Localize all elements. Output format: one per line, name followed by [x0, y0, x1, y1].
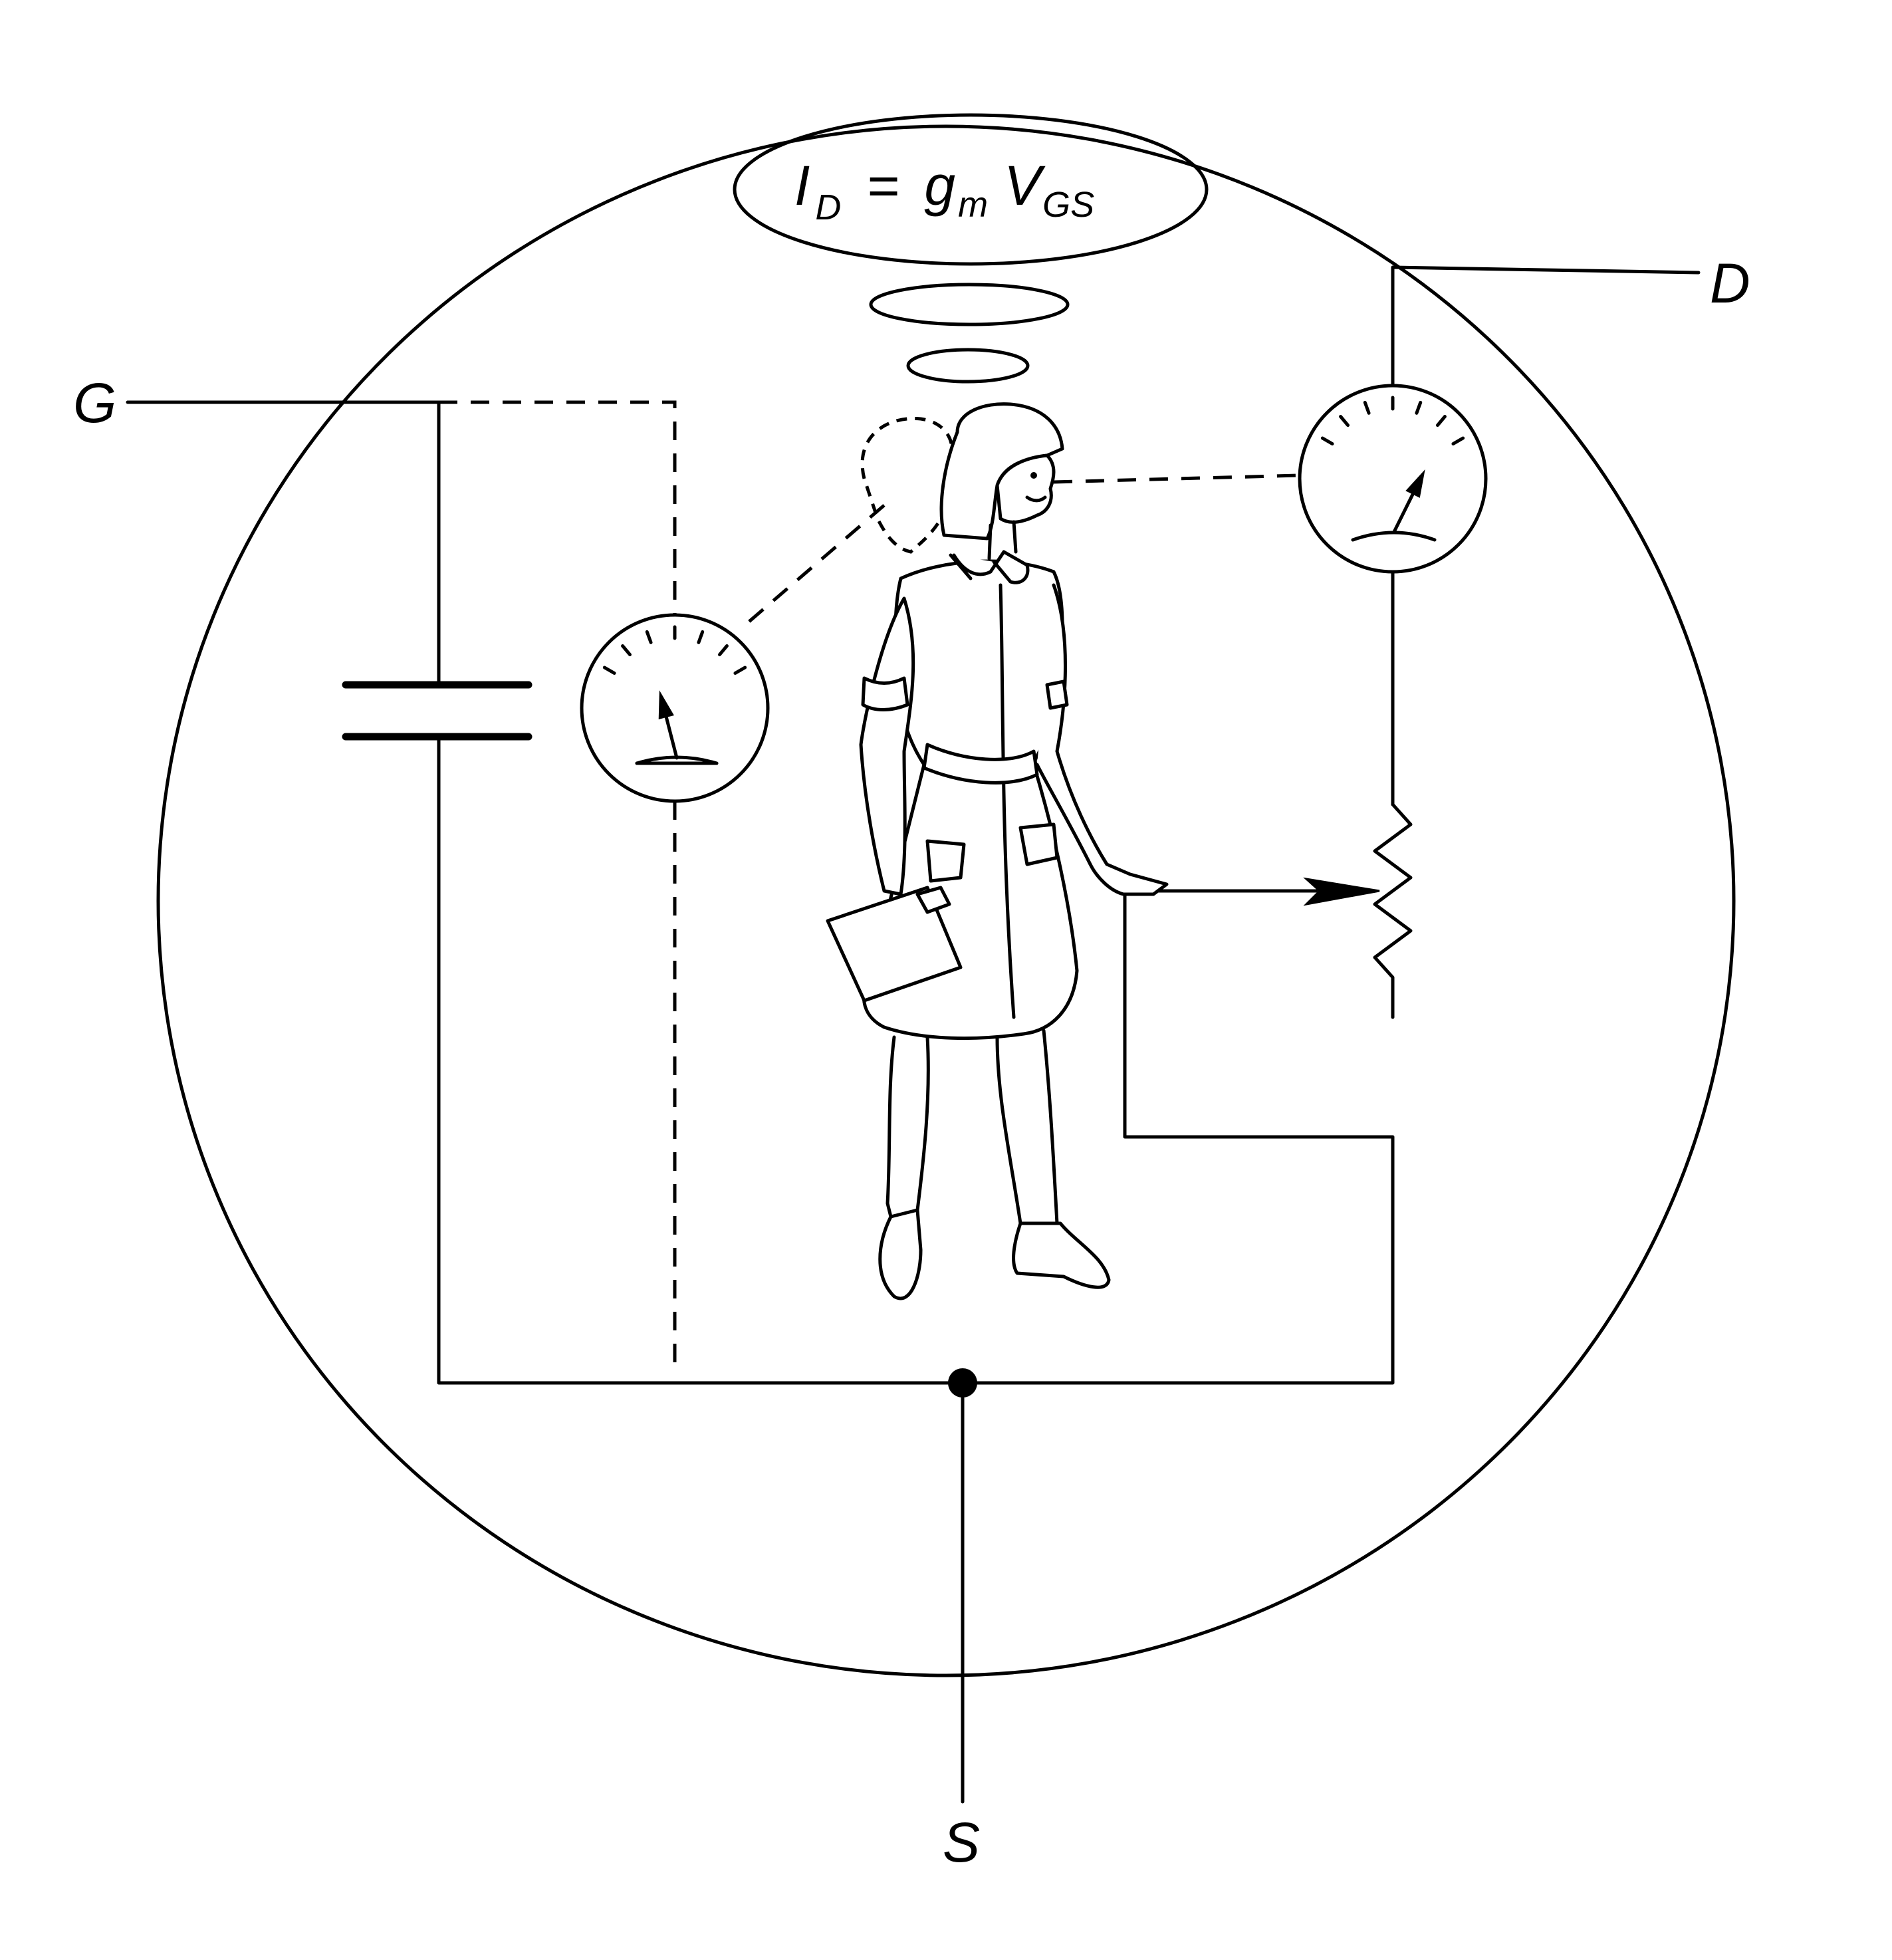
drain-meter-needle-tip [1405, 469, 1425, 498]
nurse-right-cuff [1045, 679, 1069, 710]
gate-meter-tick [697, 630, 705, 644]
drain-meter-tick [1451, 436, 1465, 445]
thought-bubble-small [906, 348, 1030, 384]
drain-meter-tick [1415, 400, 1423, 415]
nurse-figure-illustration [826, 402, 1169, 1300]
gate-lead-wire [126, 400, 441, 687]
gate-meter-dashed-lead [439, 400, 677, 615]
nurse-right-shoe [1012, 1221, 1111, 1289]
variable-resistor-zigzag [1373, 802, 1413, 1019]
nurse-eye [1030, 472, 1037, 479]
nurse-left-arm [859, 596, 915, 896]
gate-meter-tick [645, 630, 653, 644]
gate-meter-needle-tip [658, 690, 674, 719]
drain-meter-tick [1339, 415, 1350, 428]
gaze-line-to-drain-meter [1053, 473, 1300, 484]
gate-to-source-wire [437, 735, 1395, 1385]
nurse-left-cuff [861, 676, 909, 711]
nurse-pocket-left [925, 839, 966, 883]
nurse-face [995, 453, 1056, 524]
nurse-clipboard [826, 886, 963, 1003]
drain-lead-wire [1391, 265, 1701, 388]
resistor-wiper-arrowhead [1303, 877, 1380, 906]
gate-meter-tick [733, 666, 747, 675]
nurse-belt [922, 743, 1039, 785]
drain-meter-tick [1435, 415, 1447, 428]
gate-meter-ticks [602, 625, 747, 675]
drain-meter-tick [1363, 400, 1371, 415]
gate-voltage-meter [580, 613, 770, 803]
nurse-right-leg [995, 1029, 1059, 1225]
drain-meter-tick [1320, 436, 1334, 445]
nurse-pocket-right [1018, 822, 1059, 866]
thought-bubble-large [733, 113, 1209, 266]
drain-meter-ticks [1320, 396, 1465, 445]
source-terminal-label: S [943, 1811, 980, 1874]
gate-meter-tick [717, 644, 729, 657]
nurse-collar [949, 550, 1030, 584]
gate-meter-tick [621, 644, 632, 657]
drain-terminal-label: D [1710, 252, 1750, 314]
nurse-smile [1025, 495, 1047, 503]
nurse-neck [987, 520, 1018, 560]
gate-terminal-label: G [73, 372, 116, 434]
drain-current-meter [1298, 384, 1488, 574]
gaze-line-to-gate-meter [740, 504, 886, 630]
gate-meter-tick [602, 666, 616, 675]
nurse-ghost-head [860, 417, 955, 554]
nurse-left-leg [886, 1035, 930, 1219]
nurse-left-shoe [878, 1208, 923, 1300]
nurse-clipboard-clip [915, 886, 951, 914]
device-outline-circle [156, 124, 1736, 1677]
thought-bubble-medium [869, 283, 1070, 326]
drain-meter-scale-arc [1351, 531, 1437, 542]
